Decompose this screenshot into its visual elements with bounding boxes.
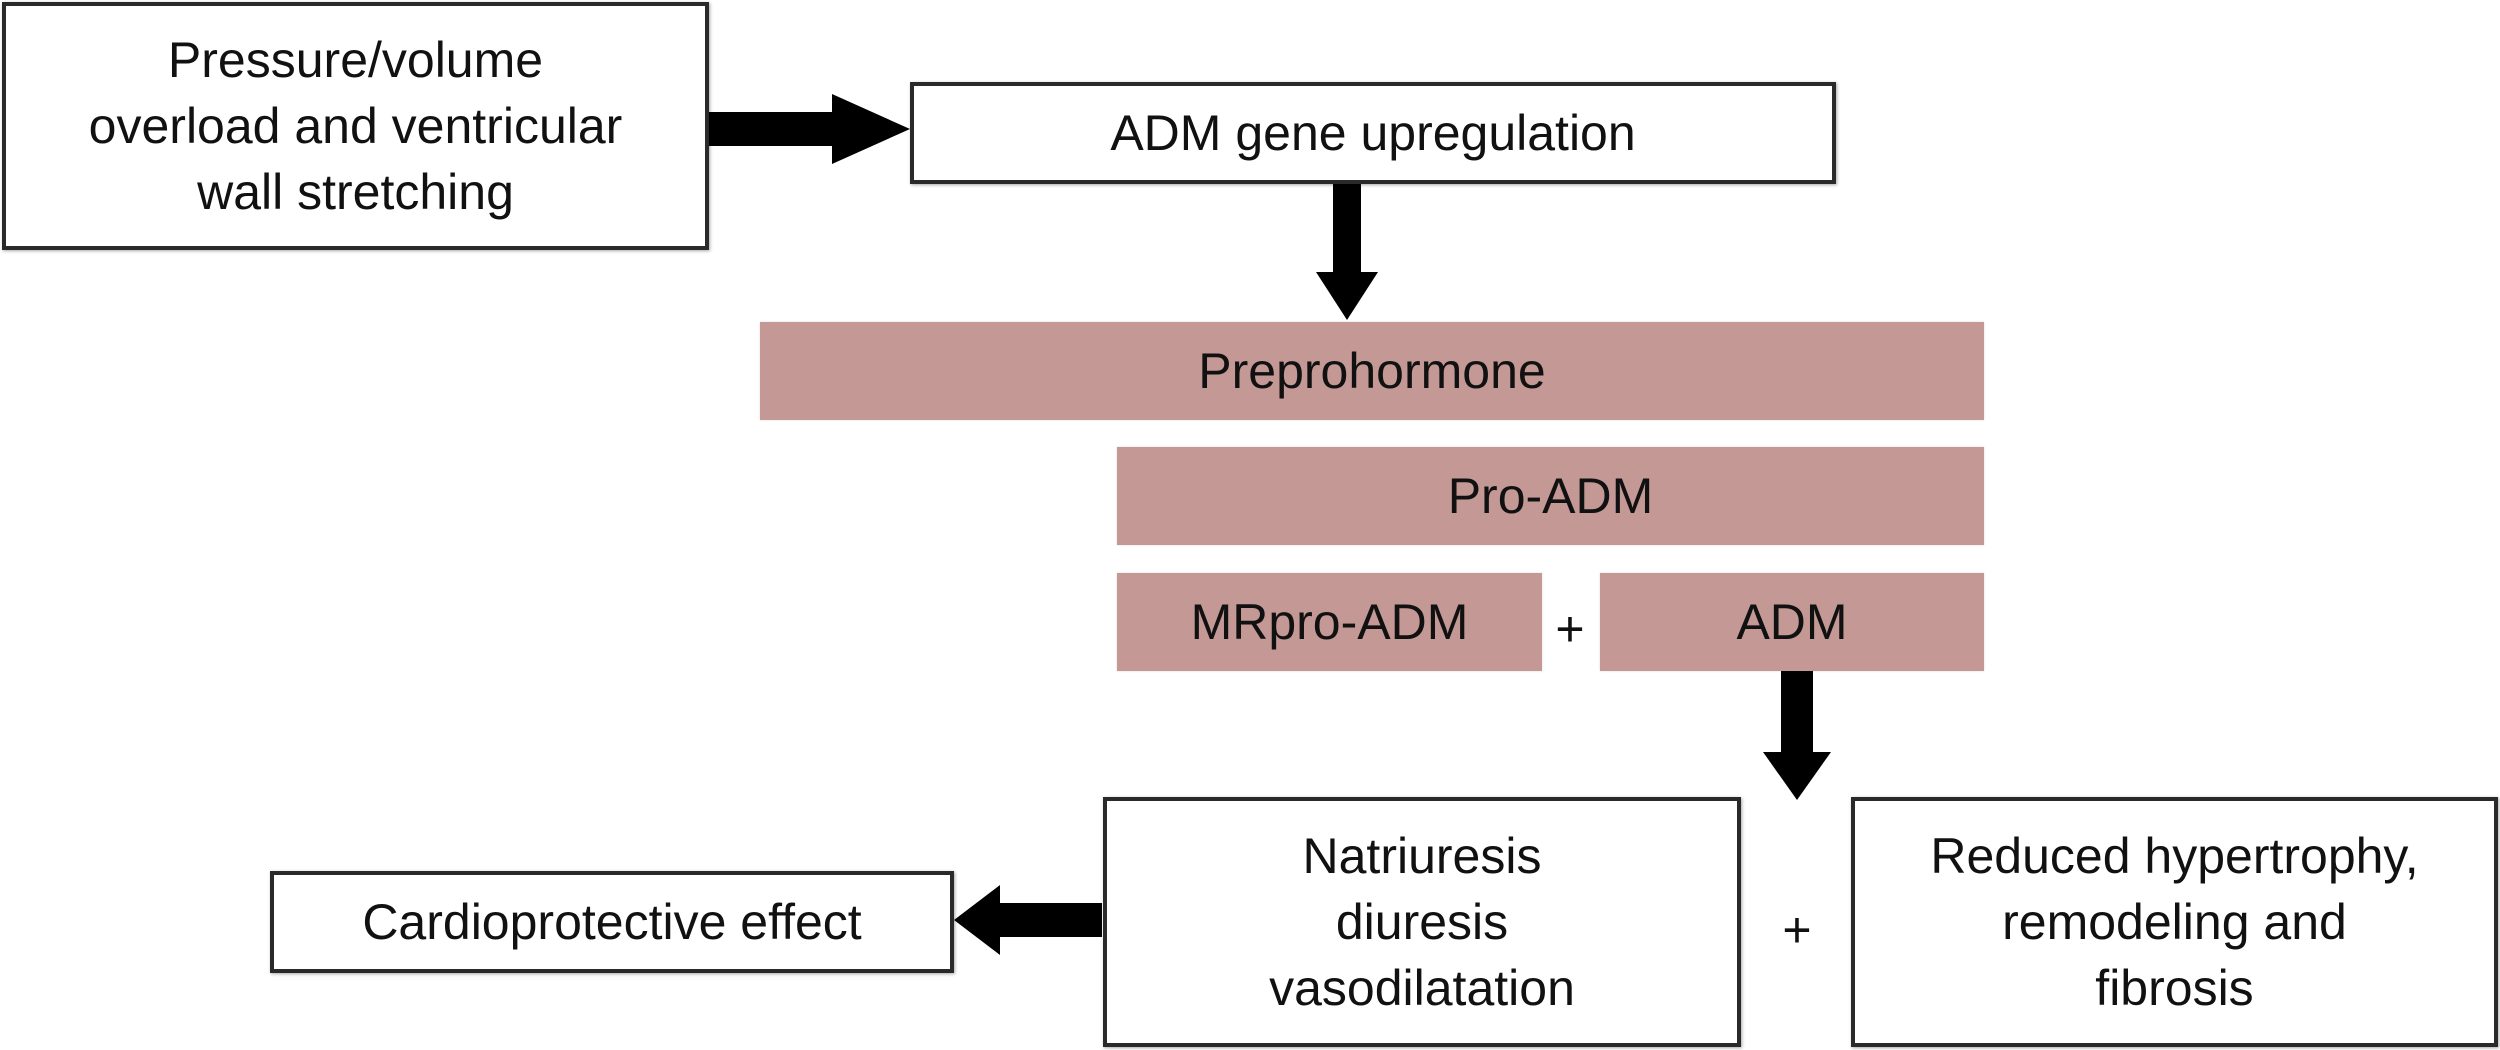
pro-adm-label: Pro-ADM xyxy=(1447,468,1654,524)
adm-label: ADM xyxy=(1736,594,1848,650)
mrpro-adm-label: MRpro-ADM xyxy=(1190,594,1469,650)
plus-effects: + xyxy=(1782,902,1812,958)
effects-line-3: vasodilatation xyxy=(1269,960,1575,1016)
plus-cleavage: + xyxy=(1555,601,1585,657)
remodeling-box: Reduced hypertrophy, remodeling and fibr… xyxy=(1851,797,2498,1047)
arrow-stimulus-to-gene xyxy=(708,94,910,164)
effects-line-1: Natriuresis xyxy=(1302,828,1542,884)
arrow-adm-to-effects xyxy=(1763,670,1831,800)
stimulus-line-3: wall stretching xyxy=(197,164,514,220)
preprohormone-box: Preprohormone xyxy=(760,322,1984,420)
stimulus-line-2: overload and ventricular xyxy=(88,98,623,154)
gene-upregulation-box: ADM gene upregulation xyxy=(910,82,1836,184)
stimulus-line-1: Pressure/volume xyxy=(167,32,544,88)
arrow-gene-to-preprohormone xyxy=(1316,184,1378,320)
gene-upregulation-label: ADM gene upregulation xyxy=(1110,105,1636,161)
remodeling-line-1: Reduced hypertrophy, xyxy=(1930,828,2419,884)
stimulus-box: Pressure/volume overload and ventricular… xyxy=(2,2,709,250)
preprohormone-label: Preprohormone xyxy=(1198,343,1546,399)
cardioprotective-label: Cardioprotective effect xyxy=(362,894,862,950)
remodeling-line-3: fibrosis xyxy=(2095,960,2254,1016)
effects-box: Natriuresis diuresis vasodilatation xyxy=(1103,797,1741,1047)
pro-adm-box: Pro-ADM xyxy=(1117,447,1984,545)
remodeling-line-2: remodeling and xyxy=(2002,894,2347,950)
effects-line-2: diuresis xyxy=(1335,894,1509,950)
mrpro-adm-box: MRpro-ADM xyxy=(1117,573,1542,671)
cardioprotective-box: Cardioprotective effect xyxy=(270,871,954,973)
arrow-effects-to-cardioprotective xyxy=(954,885,1102,955)
adm-box: ADM xyxy=(1600,573,1984,671)
